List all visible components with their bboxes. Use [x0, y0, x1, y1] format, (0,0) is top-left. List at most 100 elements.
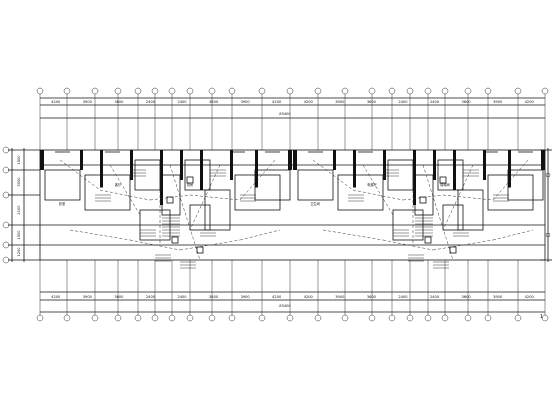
dimension-label-top: 4200 — [272, 100, 282, 104]
axis-bubble-bottom — [91, 314, 99, 322]
dimension-label-top: 3600 — [209, 100, 219, 104]
axis-bubble-bottom — [114, 314, 122, 322]
axis-bubble-top — [286, 87, 294, 95]
axis-bubble-bottom — [406, 314, 414, 322]
axis-bubble-bottom — [464, 314, 472, 322]
axis-bubble-bottom — [388, 314, 396, 322]
dimension-label-top: 4200 — [304, 100, 314, 104]
axis-bubble-top — [36, 87, 44, 95]
building-outline — [39, 149, 546, 261]
dimension-label-bottom: 2400 — [146, 295, 156, 299]
left-dimension-text: 1500 3000 2100 1500 1200 — [17, 155, 21, 257]
room-label: 卫生间 — [310, 201, 320, 206]
axis-bubble-top — [541, 87, 549, 95]
axis-bubble-bottom — [341, 314, 349, 322]
dimension-label-left: 1500 — [17, 230, 21, 240]
axis-bubble-bottom — [441, 314, 449, 322]
axis-bubble-top — [464, 87, 472, 95]
room-label: 卧室 — [59, 201, 65, 206]
axis-bubble-bottom — [286, 314, 294, 322]
dimension-label-bottom: 3900 — [493, 295, 503, 299]
axis-bubble-bottom — [36, 314, 44, 322]
axis-bubble-top — [134, 87, 142, 95]
dimension-label-top: 3900 — [335, 100, 345, 104]
unit-half — [293, 150, 545, 269]
axis-bubble-bottom — [186, 314, 194, 322]
axis-bubble-bottom — [134, 314, 142, 322]
dimension-label-left: 3000 — [17, 177, 21, 187]
axis-bubble-top — [484, 87, 492, 95]
axis-bubble-top — [63, 87, 71, 95]
dimension-label-bottom: 2400 — [430, 295, 440, 299]
bottom-dimension-text: 4200 3900 3600 2400 2400 3600 3900 4200 4200 3900… — [51, 295, 534, 299]
axis-bubble-top — [168, 87, 176, 95]
dimension-label-top: 3900 — [241, 100, 251, 104]
left-axis-markers — [2, 146, 10, 264]
axis-bubble-top — [341, 87, 349, 95]
dimension-label-left: 1200 — [17, 247, 21, 257]
axis-bubble-bottom — [208, 314, 216, 322]
top-axis-markers — [36, 87, 549, 150]
dimension-label-top: 3600 — [367, 100, 377, 104]
dimension-label-bottom: 3600 — [209, 295, 219, 299]
overall-dimension-top: 85400 — [279, 112, 291, 116]
dimension-label-bottom: 3600 — [114, 295, 124, 299]
bottom-dimension-lines: 85400 — [40, 291, 545, 313]
dimension-label-bottom: 2400 — [398, 295, 408, 299]
overall-dimension-bottom: 85400 — [279, 304, 291, 308]
dimension-label-top: 2400 — [146, 100, 156, 104]
axis-bubble-bottom — [514, 314, 522, 322]
dimension-label-bottom: 3600 — [367, 295, 377, 299]
dimension-label-bottom: 4200 — [51, 295, 61, 299]
room-label: 电梯厅 — [367, 182, 377, 187]
axis-bubble-top — [91, 87, 99, 95]
axis-bubble-top — [208, 87, 216, 95]
axis-bubble-bottom — [63, 314, 71, 322]
axis-bubble-top — [424, 87, 432, 95]
axis-bubble-top — [314, 87, 322, 95]
axis-bubble-top — [151, 87, 159, 95]
axis-bubble-top — [228, 87, 236, 95]
room-label: 客厅 — [115, 182, 122, 187]
dimension-label-bottom: 3900 — [335, 295, 345, 299]
axis-bubble-bottom — [258, 314, 266, 322]
dimension-label-top: 4200 — [51, 100, 61, 104]
axis-bubble-top — [406, 87, 414, 95]
top-dimension-text: 4200 3900 3600 2400 2400 3600 3900 4200 4200 3900… — [51, 100, 534, 104]
dimension-label-bottom: 2400 — [177, 295, 187, 299]
dimension-label-top: 3600 — [462, 100, 472, 104]
axis-bubble-bottom — [168, 314, 176, 322]
axis-bubble-bottom — [368, 314, 376, 322]
dimension-label-bottom: 3600 — [462, 295, 472, 299]
room-label: 厨房 — [187, 182, 193, 187]
dimension-label-top: 3600 — [114, 100, 124, 104]
axis-bubble-top — [258, 87, 266, 95]
dimension-label-top: 3900 — [493, 100, 503, 104]
dimension-label-bottom: 4200 — [272, 295, 282, 299]
axis-bubble-bottom — [484, 314, 492, 322]
dimension-label-top: 2400 — [398, 100, 408, 104]
axis-bubble-bottom — [151, 314, 159, 322]
room-label: 楼梯间 — [440, 182, 450, 187]
axis-bubble-top — [514, 87, 522, 95]
axis-bubble-bottom — [424, 314, 432, 322]
dimension-label-bottom: 3900 — [83, 295, 93, 299]
dimension-label-bottom: 4200 — [525, 295, 535, 299]
dimension-label-top: 2400 — [430, 100, 440, 104]
unit-half — [40, 150, 292, 269]
dimension-label-left: 2100 — [17, 205, 21, 215]
left-dimension-lines — [8, 148, 40, 262]
dimension-label-left: 1500 — [17, 155, 21, 165]
axis-bubble-top — [186, 87, 194, 95]
axis-bubble-top — [441, 87, 449, 95]
dimension-label-bottom: 4200 — [304, 295, 314, 299]
dimension-label-bottom: 3900 — [241, 295, 251, 299]
axis-bubble-top — [368, 87, 376, 95]
dimension-label-top: 2400 — [177, 100, 187, 104]
page-marker: 1 — [540, 314, 543, 320]
axis-bubble-top — [388, 87, 396, 95]
dimension-label-top: 3900 — [83, 100, 93, 104]
top-dimension-lines: 85400 — [40, 97, 545, 119]
